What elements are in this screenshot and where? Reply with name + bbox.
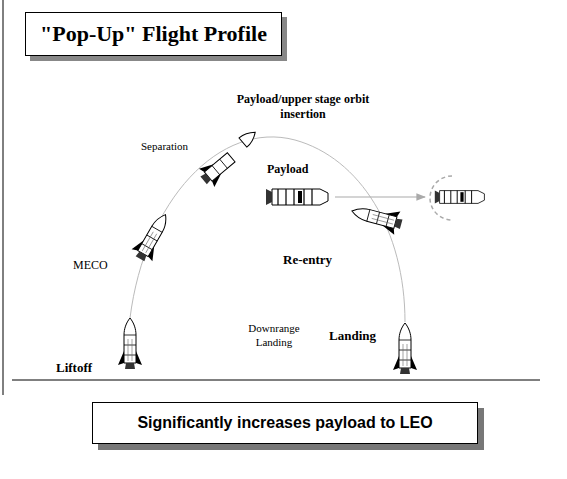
ground-line xyxy=(12,380,540,381)
orbit-arrow xyxy=(335,196,425,197)
phase-label: Liftoff xyxy=(55,360,93,376)
phase-label: Payload/upper stage orbit insertion xyxy=(222,92,384,122)
phase-label: Payload xyxy=(266,162,309,177)
title: "Pop-Up" Flight Profile xyxy=(40,21,267,47)
phase-label: Downrange Landing xyxy=(240,322,308,350)
payload-upper-stage xyxy=(266,189,328,205)
landing-rocket xyxy=(393,323,417,374)
caption: Significantly increases payload to LEO xyxy=(137,414,432,432)
separated-fairing xyxy=(239,128,259,147)
phase-label: MECO xyxy=(72,258,109,273)
meco-rocket xyxy=(130,209,176,265)
phase-label: Re-entry xyxy=(282,252,333,268)
frame-line xyxy=(3,0,4,395)
caption-box: Significantly increases payload to LEO xyxy=(92,402,478,444)
orbiting-upper-stage xyxy=(435,191,485,204)
trajectory xyxy=(130,137,405,322)
phase-label: Separation xyxy=(140,140,189,154)
liftoff-rocket xyxy=(118,318,142,369)
title-box: "Pop-Up" Flight Profile xyxy=(25,12,282,56)
phase-label: Landing xyxy=(328,328,377,344)
reentry-stage xyxy=(349,199,404,235)
separated-stage xyxy=(196,148,239,190)
